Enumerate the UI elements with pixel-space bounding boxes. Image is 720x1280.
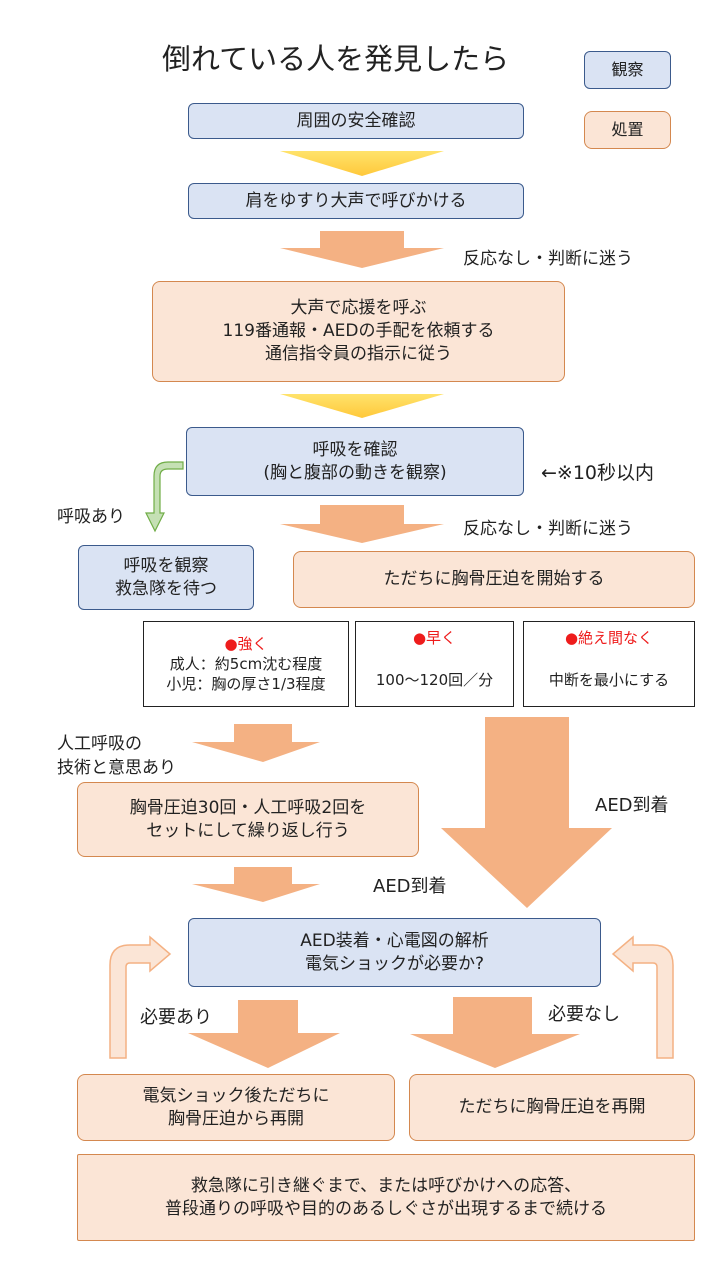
step-after-shock: 電気ショック後ただちに 胸骨圧迫から再開 [77, 1074, 395, 1141]
point-strong-head: ●強く [224, 634, 268, 653]
wait-line-2: 救急隊を待つ [115, 578, 217, 599]
step-aed-analysis: AED装着・心電図の解析 電気ショックが必要か? [188, 918, 601, 987]
arrow-down-orange-2 [280, 505, 444, 543]
aed-analysis-line-2: 電気ショックが必要か? [304, 953, 485, 974]
step-cpr-cycle: 胸骨圧迫30回・人工呼吸2回を セットにして繰り返し行う [77, 782, 419, 857]
arrow-bent-green [145, 461, 184, 533]
arrow-down-orange-right [410, 997, 580, 1068]
point-strong-line-1: 成人：約5cm沈む程度 [169, 654, 323, 673]
check-breathing-line-1: 呼吸を確認 [312, 439, 398, 460]
cpr-cycle-line-1: 胸骨圧迫30回・人工呼吸2回を [129, 797, 367, 818]
label-breathing-yes: 呼吸あり [57, 507, 125, 527]
label-aed-arrival-right: AED到着 [595, 795, 669, 816]
step-call-out: 肩をゆすり大声で呼びかける [188, 183, 524, 219]
label-no-response-1: 反応なし・判断に迷う [463, 249, 633, 269]
label-shock-not-needed: 必要なし [548, 1004, 620, 1025]
cpr-cycle-line-2: セットにして繰り返し行う [146, 820, 350, 841]
step-start-compressions: ただちに胸骨圧迫を開始する [293, 551, 695, 608]
arrow-loop-right [611, 935, 674, 1059]
point-fast: ●早く 100〜120回／分 [355, 621, 514, 707]
label-within-10-seconds: ←※10秒以内 [541, 462, 655, 484]
label-no-response-2: 反応なし・判断に迷う [463, 519, 633, 539]
step-wait-ambulance: 呼吸を観察 救急隊を待つ [78, 545, 254, 610]
step-resume-compressions: ただちに胸骨圧迫を再開 [409, 1074, 695, 1141]
step-continue-until-handover: 救急隊に引き継ぐまで、または呼びかけへの応答、 普段通りの呼吸や目的のあるしぐさ… [77, 1154, 695, 1241]
wait-line-1: 呼吸を観察 [123, 555, 209, 576]
legend-action: 処置 [584, 111, 671, 149]
label-rescue-breath-2: 技術と意思あり [57, 758, 176, 778]
step-call-help: 大声で応援を呼ぶ 119番通報・AEDの手配を依頼する 通信指令員の指示に従う [152, 281, 565, 382]
arrow-down-orange-4 [192, 867, 320, 902]
step-check-breathing: 呼吸を確認 (胸と腹部の動きを観察) [186, 427, 524, 496]
arrow-down-big-orange [441, 717, 612, 908]
page-title: 倒れている人を発見したら [162, 42, 510, 76]
call-help-line-2: 119番通報・AEDの手配を依頼する [222, 321, 495, 342]
call-help-line-3: 通信指令員の指示に従う [265, 343, 452, 364]
arrow-down-yellow-1 [280, 151, 444, 176]
point-fast-line-1: 100〜120回／分 [375, 671, 494, 690]
point-continuous: ●絶え間なく 中断を最小にする [523, 621, 695, 707]
after-shock-line-2: 胸骨圧迫から再開 [168, 1108, 304, 1129]
arrow-down-orange-1 [280, 231, 444, 268]
arrow-down-yellow-2 [280, 394, 444, 418]
aed-analysis-line-1: AED装着・心電図の解析 [300, 930, 489, 951]
label-shock-needed: 必要あり [140, 1007, 212, 1028]
point-strong: ●強く 成人：約5cm沈む程度 小児：胸の厚さ1/3程度 [143, 621, 349, 707]
point-strong-line-2: 小児：胸の厚さ1/3程度 [166, 675, 326, 694]
call-help-line-1: 大声で応援を呼ぶ [290, 298, 427, 319]
arrow-down-orange-left [188, 1000, 340, 1068]
point-continuous-head: ●絶え間なく [564, 629, 654, 647]
check-breathing-line-2: (胸と腹部の動きを観察) [263, 462, 447, 483]
point-fast-head: ●早く [412, 629, 457, 647]
after-shock-line-1: 電気ショック後ただちに [142, 1085, 330, 1106]
arrow-down-orange-3 [192, 724, 320, 762]
legend-observe: 観察 [584, 51, 671, 89]
label-aed-arrival-left: AED到着 [373, 876, 447, 897]
label-rescue-breath-1: 人工呼吸の [57, 734, 142, 754]
continue-line-2: 普段通りの呼吸や目的のあるしぐさが出現するまで続ける [165, 1198, 607, 1219]
point-continuous-line-1: 中断を最小にする [548, 671, 670, 690]
continue-line-1: 救急隊に引き継ぐまで、または呼びかけへの応答、 [190, 1175, 582, 1196]
step-safety-check: 周囲の安全確認 [188, 103, 524, 139]
arrow-loop-left [109, 935, 172, 1059]
